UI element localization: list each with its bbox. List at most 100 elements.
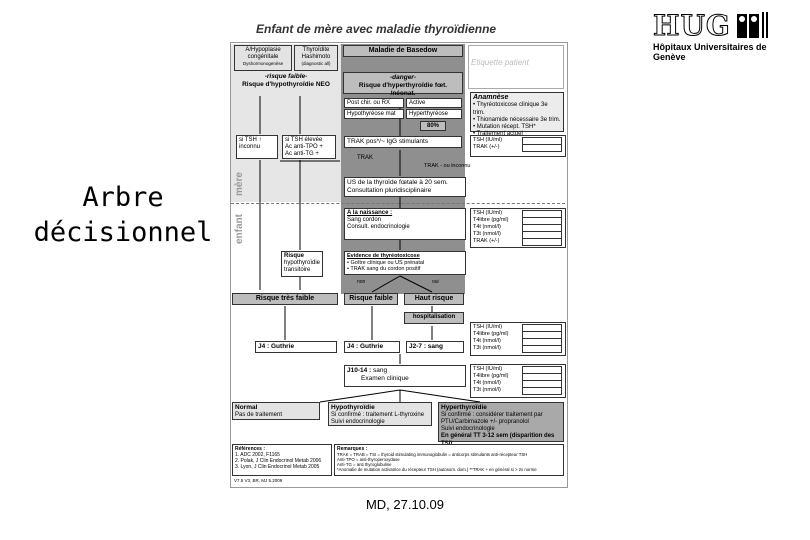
hospitalisation-box: hospitalisation — [404, 312, 464, 324]
table-cell[interactable] — [522, 331, 562, 338]
table-cell[interactable] — [522, 324, 562, 331]
outcome-hyper-line4: En général TT 3-12 sem (disparition des … — [441, 433, 555, 446]
table-row-label: T4libre (pg/ml) — [473, 372, 509, 379]
outcome-hypo-title: Hypothyroïdie — [331, 404, 375, 411]
ultrasound-box: US de la thyroïde fœtale à 20 sem. Consu… — [344, 177, 466, 197]
anamnese-title: Anamnèse — [473, 94, 509, 101]
table-cell[interactable] — [522, 387, 562, 395]
table-cell[interactable] — [522, 373, 562, 380]
tsh-elevated-line3: Ac anti-TG + — [285, 151, 319, 158]
exam-lab-table: TSH (IU/ml) T4libre (pg/ml) T4t (nmol/l)… — [470, 364, 566, 398]
table-cell[interactable] — [522, 338, 562, 345]
table-row-label: T4t (nmol/l) — [473, 223, 501, 230]
j1014-line2: sang — [373, 367, 388, 374]
table-row-label: T4t (nmol/l) — [473, 337, 501, 344]
hypo-risk-line1: Risque — [284, 253, 305, 259]
remark-item: *Anomalie de mutation activatrice du réc… — [337, 467, 537, 473]
active-cell: Active — [406, 98, 462, 108]
remark-item: Anti-TPO = anti-thyroperoxydase — [337, 457, 400, 463]
table-row-label: TRAK (+/-) — [473, 143, 500, 150]
aplasia-line3: Dyshormonogenèse — [242, 61, 284, 67]
anamnese-item: • Thionamide nécessaire 3e trim. — [473, 116, 561, 123]
table-row-label: TSH (IU/ml) — [473, 324, 503, 330]
table-cell[interactable] — [522, 217, 562, 224]
slide-title: Arbre décisionnel — [28, 180, 218, 250]
aplasia-line2: congénitale — [247, 54, 279, 61]
table-row-label: TSH (IU/ml) — [473, 366, 503, 372]
trak-unknown: TRAK - ou inconnu — [424, 163, 471, 169]
outcome-normal-text: Pas de traitement — [235, 411, 283, 418]
evidence-box: Evidence de thyréotoxicose • Goître clin… — [344, 251, 466, 275]
risk-very-low-box: Risque très faible — [232, 293, 338, 305]
references-title: Références : — [235, 446, 266, 452]
mother-child-divider — [231, 203, 565, 204]
anamnese-box: Anamnèse • Thyréotoxicose clinique 3e tr… — [470, 92, 564, 137]
birth-title: A la naissance : — [347, 210, 393, 216]
tsh-elevated-line2: Ac anti-TPO + — [285, 144, 323, 151]
branch-no: non — [357, 279, 366, 285]
aplasia-box: A/Hypoplasie congénitale Dyshormonogenès… — [234, 45, 292, 71]
reference-item: 1. ADC 2002, F1165 — [235, 452, 280, 458]
j1014-box: J10-14 : sang Examen clinique — [344, 365, 466, 387]
outcome-hypo-box: Hypothyroïdie Si confirmé : traitement L… — [328, 402, 432, 426]
table-row-label: T3t (nmol/l) — [473, 230, 501, 237]
evidence-line2: • TRAK sang du cordon positif — [347, 266, 421, 273]
aplasia-line1: A/Hypoplasie — [245, 47, 281, 53]
risk-danger-text: Risque d'hyperthyroïdie fœt. /néonat. — [358, 81, 448, 97]
outcome-hyper-line2: PTU/Carbimazole +/- propranolol — [441, 418, 529, 425]
remark-item: Anti-TG = anti thyroglobuline — [337, 462, 392, 468]
table-cell[interactable] — [522, 380, 562, 387]
outcome-hyper-line3: Suivi endocrinologie — [441, 426, 495, 433]
outcome-normal-box: Normal Pas de traitement — [232, 402, 320, 420]
hyper-cell: Hyperthyréose — [406, 109, 462, 119]
j4-guthrie-mid: J4 : Guthrie — [344, 341, 400, 353]
table-row-label: T3t (nmol/l) — [473, 344, 501, 351]
percent-cell: 80% — [420, 121, 446, 131]
tsh-unknown-line1: si TSH ↑ — [239, 137, 262, 143]
risk-low: -risque faible- Risque d'hypothyroïdie N… — [234, 73, 338, 89]
table-row-label: TSH (IU/ml) — [473, 137, 503, 143]
mother-lab-table: TSH (IU/ml) TRAK (+/-) — [470, 135, 566, 157]
document-title: Enfant de mère avec maladie thyroïdienne — [256, 22, 497, 36]
table-row-label: T4libre (pg/ml) — [473, 216, 509, 223]
references-box: Références : 1. ADC 2002, F1165 2. Polak… — [232, 444, 332, 476]
logo-subtitle: Hôpitaux Universitaires de Genève — [653, 42, 767, 62]
table-cell[interactable] — [522, 137, 562, 144]
table-row-label: TSH (IU/ml) — [473, 210, 503, 216]
slide-title-line2: décisionnel — [33, 217, 213, 249]
ultrasound-line2: Consultation pluridisciplinaire — [347, 186, 432, 194]
j1014-line3: Examen clinique — [361, 374, 409, 382]
tsh-unknown-box: si TSH ↑ inconnu — [236, 135, 278, 159]
outcome-normal-title: Normal — [235, 404, 258, 411]
trak-label: TRAK — [357, 155, 374, 161]
remarks-box: Remarques : TRAK = TRAB = TSI = thyroid … — [334, 444, 564, 476]
hashimoto-line1: Thyroïdite — [302, 47, 330, 53]
hypo-risk-box: Risque hypothyroïdie transitoire — [281, 251, 323, 277]
logo-mark: HUG — [653, 9, 731, 42]
outcome-hypo-line1: Si confirmé : traitement L-thyroxine — [331, 411, 425, 418]
table-cell[interactable] — [522, 366, 562, 373]
reference-item: 2. Polak, J Clin Endocrinol Metab 2006 — [235, 458, 322, 464]
branch-yes: oui — [432, 279, 439, 285]
table-row-label: T4t (nmol/l) — [473, 379, 501, 386]
table-cell[interactable] — [522, 144, 562, 152]
postchir-cell: Post chir. ou RX — [344, 98, 404, 108]
outcome-hyper-line1: Si confirmé : considérer traitement par — [441, 411, 543, 418]
risk-low-text: Risque d'hypothyroïdie NEO — [242, 80, 330, 88]
hashimoto-line3: (diagnostic all) — [301, 61, 331, 67]
table-cell[interactable] — [522, 238, 562, 246]
trak-positive-box: TRAK pos*/~ IgG stimulants — [344, 136, 462, 148]
hashimoto-line2: Hashimoto — [301, 54, 331, 61]
table-cell[interactable] — [522, 231, 562, 238]
table-cell[interactable] — [522, 345, 562, 353]
logo-figures-icon — [736, 12, 768, 38]
evidence-line1: • Goître clinique ou US prénatal — [347, 259, 425, 266]
hypo-mat-cell: Hypothyréose mat — [344, 109, 404, 119]
risk-high-box: Haut risque — [404, 293, 464, 305]
table-cell[interactable] — [522, 224, 562, 231]
risk-low-title: -risque faible- — [264, 73, 308, 80]
j27-box: J2-7 : sang — [406, 341, 464, 353]
birth-line1: Sang cordon — [347, 217, 382, 224]
risk-danger: -danger- Risque d'hyperthyroïdie fœt. /n… — [343, 72, 463, 97]
table-cell[interactable] — [522, 210, 562, 217]
